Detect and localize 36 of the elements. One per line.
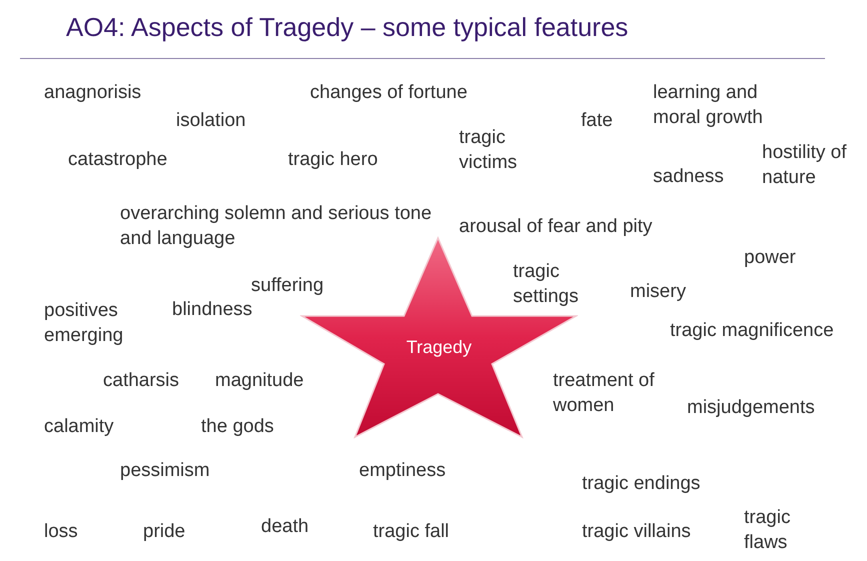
feature-term: arousal of fear and pity [459,215,652,239]
feature-term: loss [44,520,78,544]
feature-term: sadness [653,165,724,189]
feature-term: tragic flaws [744,506,792,555]
feature-term: tragic victims [459,126,518,175]
feature-term: misery [630,280,686,304]
feature-term: tragic villains [582,520,691,544]
feature-term: tragic fall [373,520,450,544]
feature-term: isolation [176,109,246,133]
feature-term: positives emerging [44,299,124,348]
feature-term: power [744,246,796,270]
feature-term: the gods [201,415,274,439]
feature-term: calamity [44,415,114,439]
feature-term: anagnorisis [44,81,142,105]
feature-term: hostility of nature [762,141,848,190]
star-label: Tragedy [406,337,472,357]
feature-term: tragic hero [288,148,378,172]
feature-term: tragic endings [582,472,700,496]
feature-term: suffering [251,274,324,298]
feature-term: pessimism [120,459,210,483]
feature-term: pride [143,520,186,544]
feature-term: misjudgements [687,396,815,420]
feature-term: learning and moral growth [653,81,764,130]
feature-term: tragic settings [513,260,580,309]
feature-term: tragic magnificence [670,319,834,343]
feature-term: magnitude [215,369,304,393]
feature-term: changes of fortune [310,81,468,105]
feature-term: fate [581,109,613,133]
feature-term: catastrophe [68,148,168,172]
feature-term: treatment of women [553,369,656,418]
feature-term: overarching solemn and serious tone and language [120,202,433,251]
feature-term: emptiness [359,459,446,483]
feature-term: death [261,515,309,539]
slide-title: AO4: Aspects of Tragedy – some typical features [66,12,628,43]
feature-term: blindness [172,298,252,322]
feature-term: catharsis [103,369,180,393]
